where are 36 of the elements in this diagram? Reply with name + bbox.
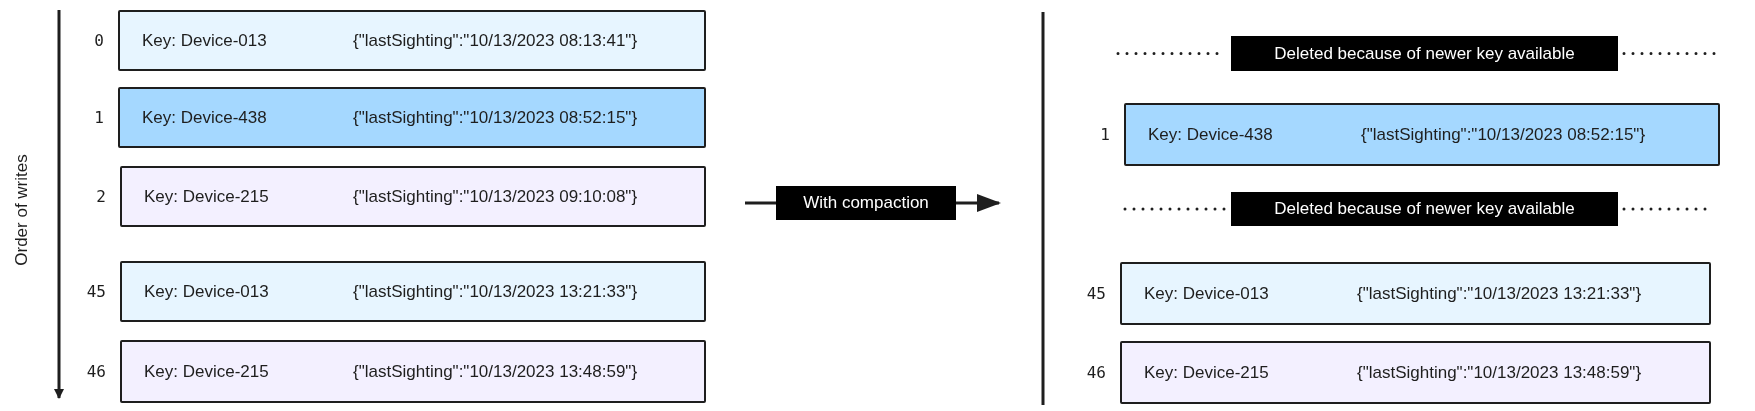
record-key: Key: Device-215 [144,361,269,382]
record-box [1124,103,1720,166]
write-offset: 1 [1099,124,1110,144]
record-key: Key: Device-013 [144,281,269,302]
write-offset: 2 [95,186,106,206]
deleted-banner: Deleted because of newer key available [1231,192,1618,226]
record-key: Key: Device-215 [144,186,269,207]
record-box [120,261,706,322]
write-offset: 1 [93,107,104,127]
record-value: {"lastSighting":"10/13/2023 08:13:41"} [353,30,638,51]
record-value: {"lastSighting":"10/13/2023 13:21:33"} [353,281,638,302]
record-key: Key: Device-438 [142,107,267,128]
record-key: Key: Device-438 [1148,124,1273,145]
record-value: {"lastSighting":"10/13/2023 08:52:15"} [353,107,638,128]
record-box [1120,262,1711,325]
record-value: {"lastSighting":"10/13/2023 09:10:08"} [353,186,638,207]
write-offset: 46 [85,361,106,381]
axis-label: Order of writes [12,154,32,266]
record-box [120,166,706,227]
record-key: Key: Device-215 [1144,362,1269,383]
record-box [118,87,706,148]
step-label: With compaction [776,186,956,220]
record-box [118,10,706,71]
record-box [1120,341,1711,404]
record-key: Key: Device-013 [1144,283,1269,304]
write-offset: 45 [1085,283,1106,303]
write-offset: 46 [1085,362,1106,382]
write-offset: 0 [93,30,104,50]
deleted-banner: Deleted because of newer key available [1231,36,1618,71]
record-value: {"lastSighting":"10/13/2023 13:21:33"} [1357,283,1642,304]
record-value: {"lastSighting":"10/13/2023 08:52:15"} [1361,124,1646,145]
record-box [120,340,706,403]
record-value: {"lastSighting":"10/13/2023 13:48:59"} [1357,362,1642,383]
record-value: {"lastSighting":"10/13/2023 13:48:59"} [353,361,638,382]
record-key: Key: Device-013 [142,30,267,51]
write-offset: 45 [85,281,106,301]
